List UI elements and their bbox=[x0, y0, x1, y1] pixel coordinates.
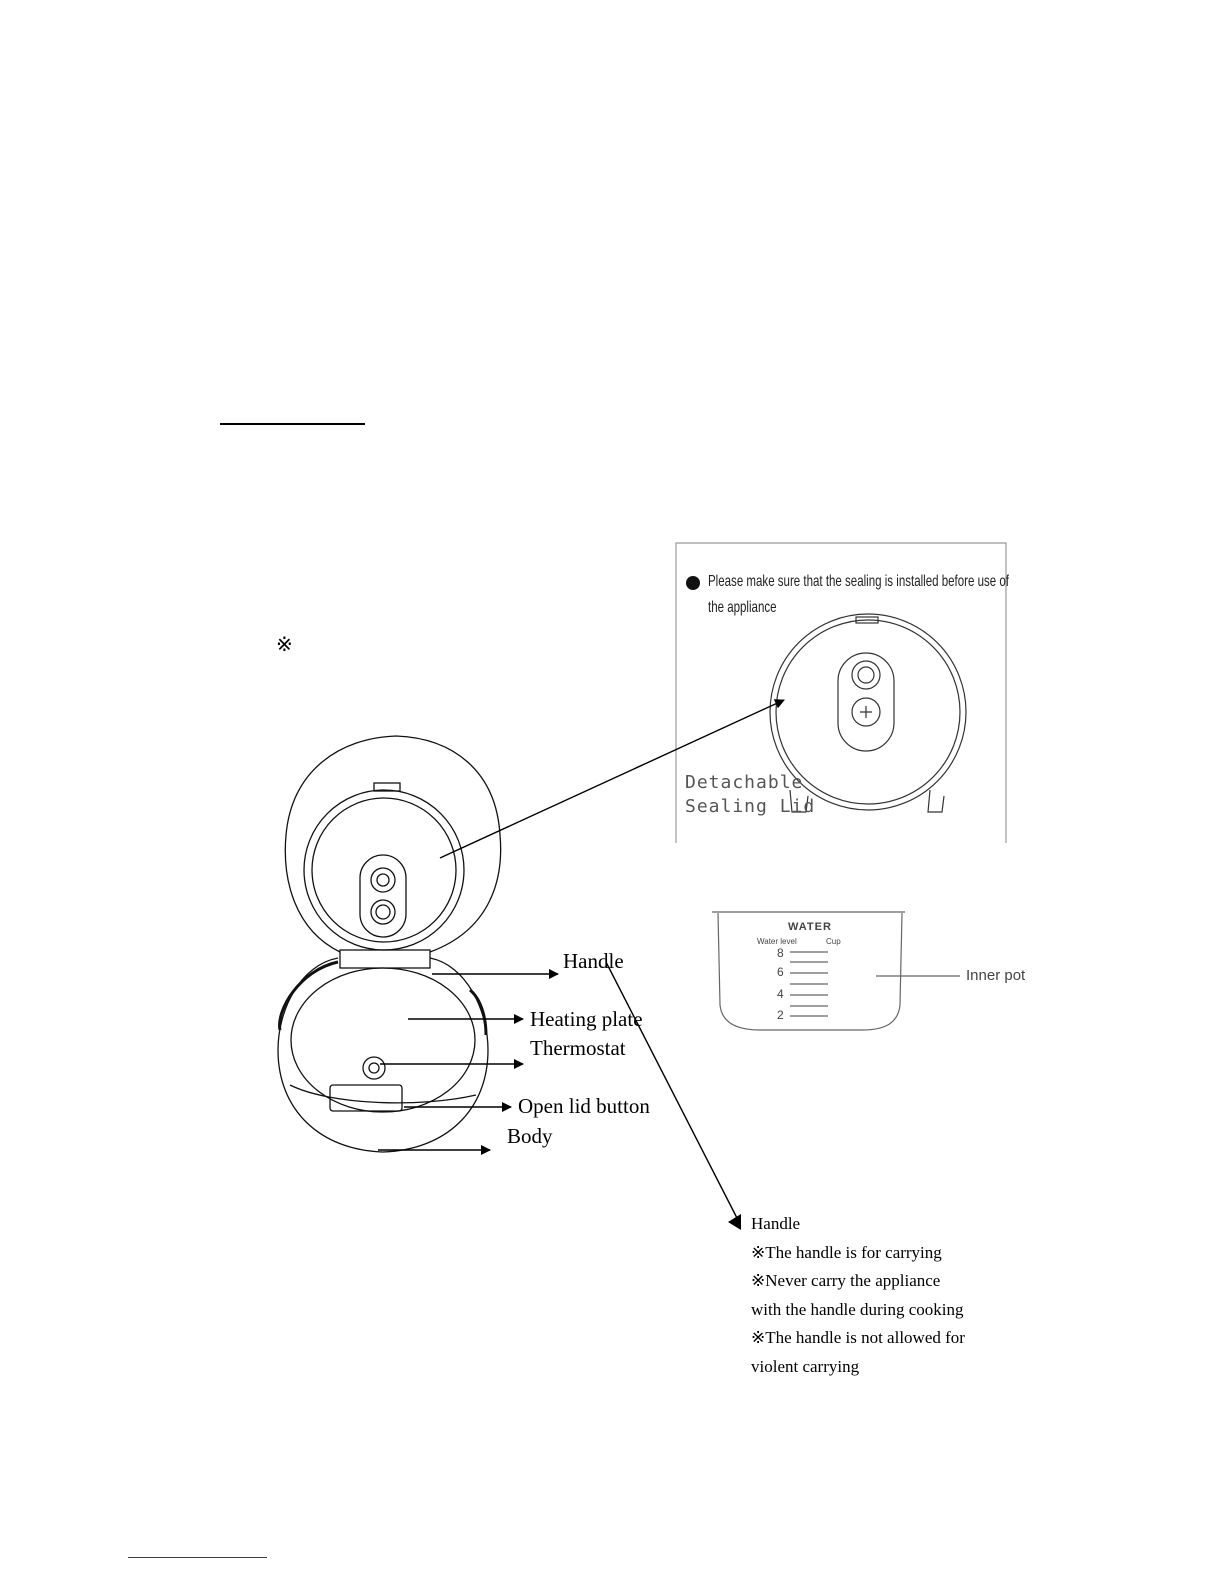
cooker-lid-illustration bbox=[284, 735, 502, 953]
water-level-label: Water level bbox=[757, 937, 797, 946]
handle-note-line: with the handle during cooking bbox=[751, 1299, 964, 1319]
heating-plate-callout: Heating plate bbox=[530, 1007, 643, 1031]
cooker-body-illustration bbox=[277, 957, 489, 1153]
sealing-notice-line1: Please make sure that the sealing is ins… bbox=[708, 573, 1009, 590]
hinge bbox=[339, 949, 431, 969]
sealing-lid-panel bbox=[675, 542, 1007, 843]
scale-mark: 8 bbox=[777, 946, 784, 960]
sealing-notice-line2: the appliance bbox=[708, 599, 777, 616]
scale-mark: 6 bbox=[777, 965, 784, 979]
open-lid-button-callout: Open lid button bbox=[518, 1094, 650, 1118]
footer-link-underline[interactable] bbox=[128, 1557, 267, 1558]
handle-note-line: ※Never carry the appliance bbox=[751, 1271, 941, 1290]
sealing-lid-illustration bbox=[769, 613, 967, 813]
handle-callout: Handle bbox=[563, 949, 624, 973]
handle-note-line: violent carrying bbox=[751, 1356, 860, 1376]
water-title: WATER bbox=[788, 921, 832, 933]
body-callout: Body bbox=[507, 1124, 553, 1148]
inner-pot-illustration bbox=[712, 911, 960, 1031]
scale-mark: 4 bbox=[777, 987, 784, 1001]
reference-mark: ※ bbox=[276, 634, 293, 656]
handle-note-line: ※The handle is not allowed for bbox=[751, 1328, 965, 1347]
cup-label: Cup bbox=[826, 937, 841, 946]
inner-pot-label: Inner pot bbox=[966, 967, 1026, 984]
handle-notes-title: Handle bbox=[751, 1214, 801, 1233]
thermostat-callout: Thermostat bbox=[530, 1036, 626, 1060]
handle-notes-arrowhead bbox=[728, 1214, 741, 1230]
detachable-label: Detachable bbox=[685, 772, 804, 793]
scale-mark: 2 bbox=[777, 1008, 784, 1022]
handle-note-line: ※The handle is for carrying bbox=[751, 1242, 942, 1262]
handle-notes: Handle ※The handle is for carrying ※Neve… bbox=[751, 1210, 965, 1381]
sealing-lid-label: Sealing Lid bbox=[685, 796, 816, 817]
section-heading-underline bbox=[220, 423, 365, 425]
notice-bullet bbox=[686, 576, 700, 590]
